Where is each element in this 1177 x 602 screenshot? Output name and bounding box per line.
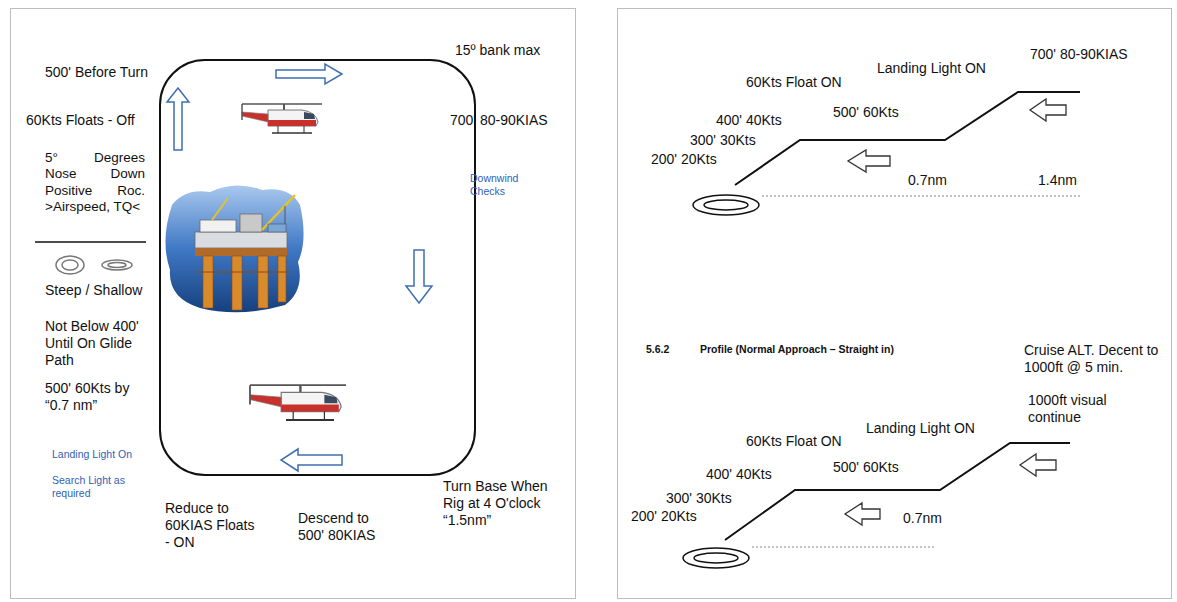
annotation-label: Landing Light ON (877, 60, 1017, 77)
annotation-label: 60Kts Floats - Off (26, 112, 166, 129)
annotation-label: 200' 20Kts (651, 151, 751, 168)
annotation-label: 0.7nm (903, 510, 973, 527)
annotation-label: 15º bank max (455, 42, 565, 59)
annotation-label: 400' 40Kts (716, 112, 816, 129)
circuit-pattern (160, 60, 475, 475)
ground-line (752, 547, 935, 548)
annotation-label: Profile (Normal Approach – Straight in) (700, 343, 1000, 356)
annotation-label: 0.7nm (908, 172, 978, 189)
annotation-label: 5.6.2 (646, 343, 696, 356)
annotation-label: 700' 80-90KIAS (450, 112, 570, 129)
helideck-icon (683, 548, 749, 568)
annotation-label: 500' 60Kts (833, 459, 933, 476)
annotation-label: 1000ft visual continue (1028, 392, 1123, 426)
helideck-icon (693, 195, 759, 215)
annotation-label: 5° Degrees Nose Down Positive Roc. >Airs… (45, 150, 145, 216)
annotation-label: Steep / Shallow (45, 282, 165, 299)
annotation-label: Landing Light ON (866, 420, 1006, 437)
annotation-label: 300' 30Kts (690, 132, 790, 149)
panel-frame (11, 9, 576, 599)
divider-line (35, 241, 146, 243)
ground-line (762, 196, 1080, 197)
panel-frame (618, 9, 1172, 599)
direction-arrow (167, 64, 432, 471)
annotation-label: 300' 30Kts (666, 490, 766, 507)
annotation-label: 500' 60Kts (833, 104, 933, 121)
annotation-label: Search Light as required (52, 474, 152, 500)
annotation-label: 1.4nm (1038, 172, 1108, 189)
helicopter-icon (242, 104, 322, 133)
annotation-label: Downwind Checks (470, 172, 530, 198)
annotation-label: Cruise ALT. Decent to 1000ft @ 5 min. (1024, 342, 1164, 376)
annotation-label: 60Kts Float ON (746, 433, 876, 450)
annotation-label: 400' 40Kts (706, 466, 806, 483)
annotation-label: Not Below 400' Until On Glide Path (45, 318, 155, 369)
approach-profile (735, 92, 1080, 185)
annotation-label: Descend to 500' 80KIAS (298, 510, 388, 544)
annotation-label: Landing Light On (52, 448, 142, 461)
oil-rig-illustration (165, 185, 303, 312)
annotation-label: 500' 60Kts by “0.7 nm” (45, 380, 140, 414)
helicopter-icon (250, 385, 346, 420)
approach-profile (725, 443, 1070, 540)
annotation-label: 200' 20Kts (631, 508, 731, 525)
annotation-label: Turn Base When Rig at 4 O'clock “1.5nm” (443, 478, 568, 529)
annotation-label: Reduce to 60KIAS Floats - ON (165, 500, 255, 551)
annotation-label: 60Kts Float ON (746, 74, 876, 91)
annotation-label: 700' 80-90KIAS (1030, 46, 1165, 63)
helideck-icon (56, 256, 132, 274)
annotation-label: 500' Before Turn (45, 64, 185, 81)
